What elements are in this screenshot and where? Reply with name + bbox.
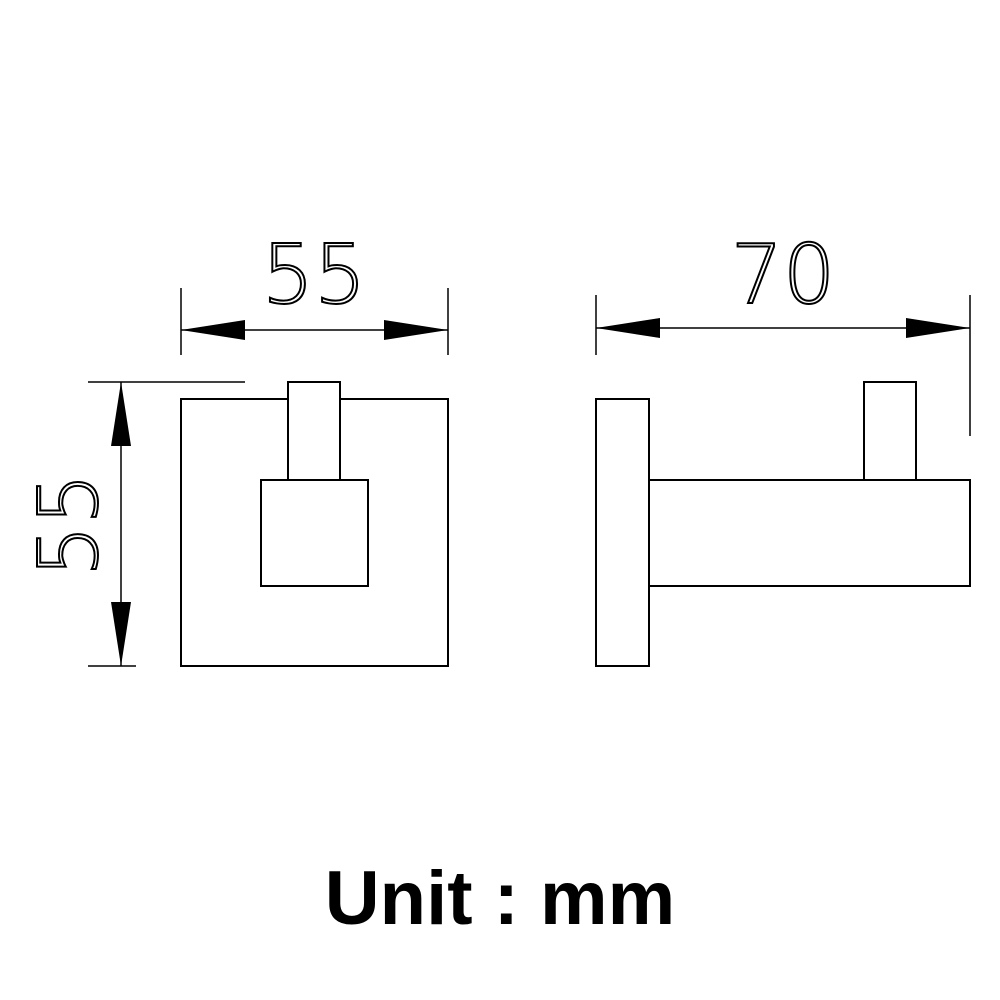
unit-label: Unit : mm <box>324 856 676 941</box>
side-depth-value: 70 <box>731 228 835 323</box>
front-height-dimension <box>88 381 245 667</box>
front-width-dimension <box>180 288 449 355</box>
side-hook-tip <box>863 381 917 481</box>
front-width-value: 55 <box>262 228 366 323</box>
arrow-right <box>906 318 970 338</box>
arrow-left <box>596 318 660 338</box>
arrow-top <box>111 382 131 446</box>
front-hook-cap <box>260 479 369 587</box>
arrow-left <box>181 320 245 340</box>
front-height-value: 55 <box>22 473 117 577</box>
arrow-right <box>384 320 448 340</box>
side-hook-arm <box>648 479 971 587</box>
side-base-plate <box>595 398 650 667</box>
side-view <box>595 381 971 667</box>
front-view <box>180 381 449 667</box>
arrow-bottom <box>111 602 131 666</box>
front-hook-stem <box>287 381 341 481</box>
side-depth-dimension <box>595 295 971 436</box>
